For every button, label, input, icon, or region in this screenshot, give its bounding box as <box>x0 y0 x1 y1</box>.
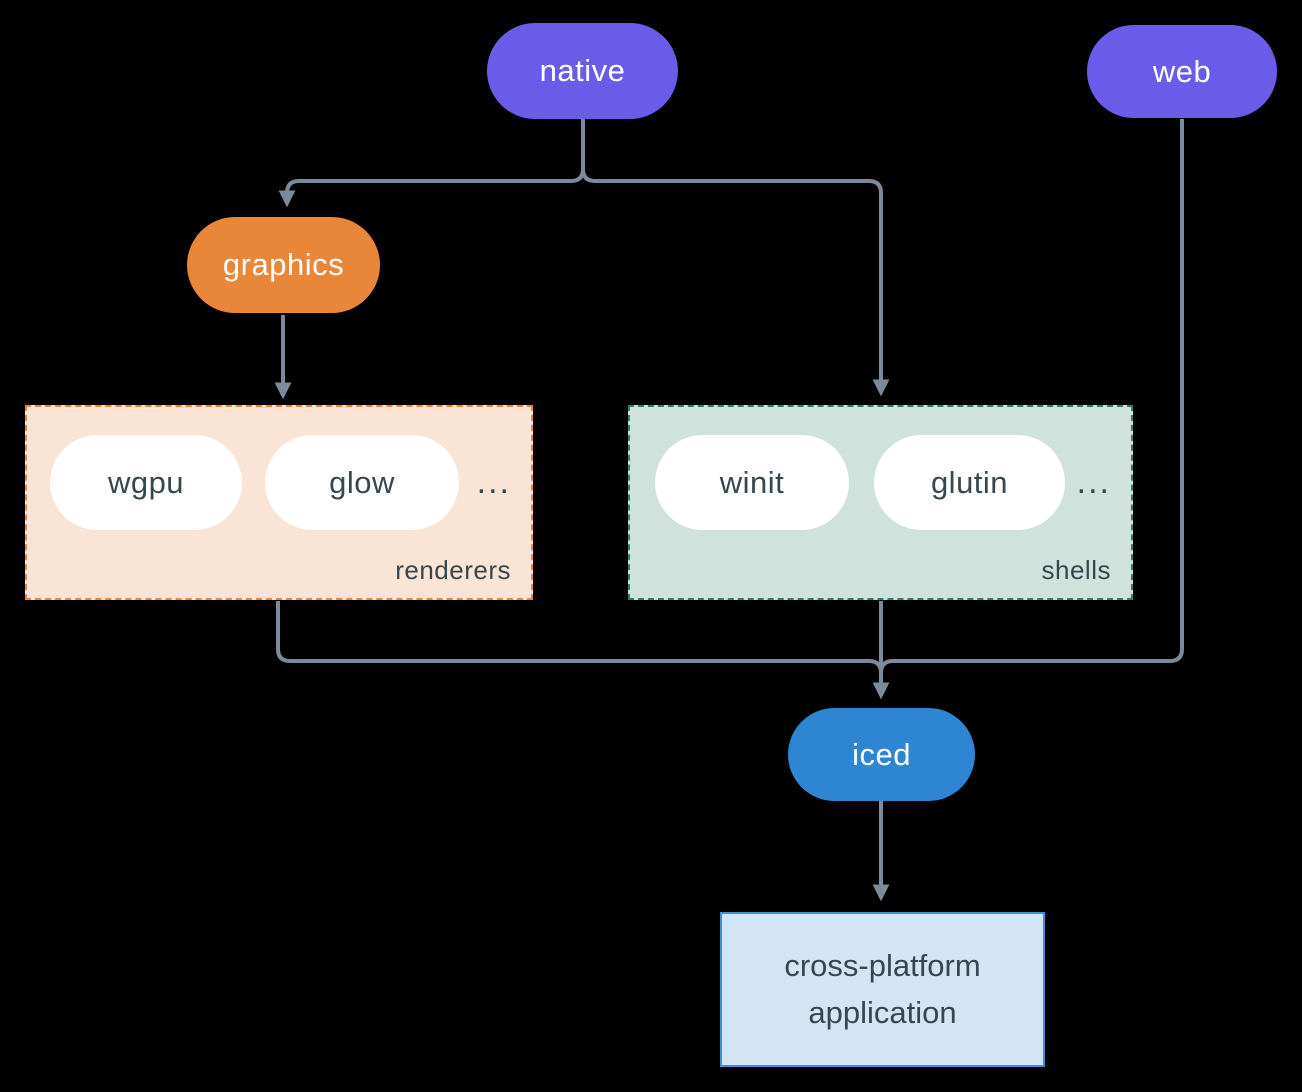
renderers-group-label: renderers <box>395 555 511 585</box>
pill-glow-label: glow <box>329 464 395 500</box>
pill-wgpu-label: wgpu <box>107 464 185 500</box>
pill-wgpu: wgpu <box>50 435 242 530</box>
node-graphics: graphics <box>187 217 380 313</box>
node-iced-label: iced <box>852 736 911 772</box>
group-renderers: wgpu glow ... renderers <box>25 405 533 600</box>
edge-renderers-merge <box>276 601 883 674</box>
node-native: native <box>487 23 678 119</box>
shells-group-label: shells <box>1041 555 1111 585</box>
pill-winit: winit <box>655 435 849 530</box>
node-native-label: native <box>539 53 626 88</box>
pill-glutin-label: glutin <box>930 464 1009 500</box>
pill-glow: glow <box>265 435 459 530</box>
node-cross-platform-application: cross-platform application <box>720 912 1045 1067</box>
node-graphics-label: graphics <box>222 247 345 282</box>
node-app-label: cross-platform application <box>784 948 981 1030</box>
pill-winit-label: winit <box>719 464 785 500</box>
node-iced: iced <box>788 708 975 801</box>
group-shells: winit glutin ... shells <box>628 405 1133 600</box>
pill-glutin: glutin <box>874 435 1065 530</box>
edge-native-graphics <box>278 119 585 208</box>
edge-native-shells <box>581 168 890 397</box>
shells-ellipsis: ... <box>1076 463 1111 501</box>
node-web: web <box>1087 25 1277 118</box>
node-web-label: web <box>1152 53 1212 89</box>
renderers-ellipsis: ... <box>476 463 511 501</box>
